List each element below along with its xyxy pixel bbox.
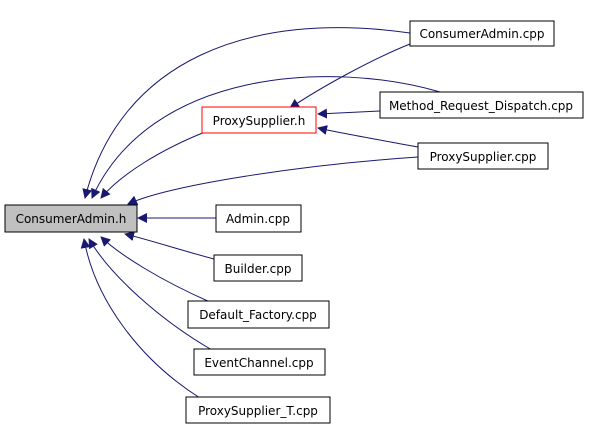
node-proxysupplier-h[interactable]: ProxySupplier.h xyxy=(201,106,317,134)
node-label-method-request-dispatch-cpp: Method_Request_Dispatch.cpp xyxy=(389,99,573,113)
node-label-proxysupplier-t-cpp: ProxySupplier_T.cpp xyxy=(198,404,318,418)
edges xyxy=(80,27,441,399)
node-label-admin-cpp: Admin.cpp xyxy=(226,212,290,226)
node-default-factory-cpp[interactable]: Default_Factory.cpp xyxy=(187,300,330,329)
node-label-eventchannel-cpp: EventChannel.cpp xyxy=(204,356,313,370)
node-consumeradmin-cpp[interactable]: ConsumerAdmin.cpp xyxy=(409,20,555,47)
node-proxysupplier-cpp[interactable]: ProxySupplier.cpp xyxy=(417,142,549,170)
node-label-consumeradmin-h: ConsumerAdmin.h xyxy=(16,212,127,226)
edge-methodrequest-to-proxysupplier-h xyxy=(317,108,381,119)
edge-proxysupplier-t-cpp-to-consumeradmin-h xyxy=(80,238,201,399)
node-label-proxysupplier-h: ProxySupplier.h xyxy=(213,114,306,128)
edge-proxysupplier-cpp-to-proxysupplier-h xyxy=(317,125,419,148)
edge-methodrequest-to-consumeradmin-h xyxy=(91,76,441,199)
node-label-builder-cpp: Builder.cpp xyxy=(225,262,292,276)
node-method-request-dispatch-cpp[interactable]: Method_Request_Dispatch.cpp xyxy=(379,91,584,119)
edge-default-factory-cpp-to-consumeradmin-h xyxy=(100,236,211,303)
edge-proxysupplier-cpp-to-consumeradmin-h xyxy=(127,156,419,205)
edge-builder-cpp-to-consumeradmin-h xyxy=(124,231,215,260)
node-proxysupplier-t-cpp[interactable]: ProxySupplier_T.cpp xyxy=(185,396,331,424)
node-consumeradmin-h[interactable]: ConsumerAdmin.h xyxy=(4,204,138,233)
node-label-default-factory-cpp: Default_Factory.cpp xyxy=(199,308,317,322)
edge-consumeradmin-cpp-to-consumeradmin-h xyxy=(82,27,411,199)
node-label-consumeradmin-cpp: ConsumerAdmin.cpp xyxy=(419,27,544,41)
node-eventchannel-cpp[interactable]: EventChannel.cpp xyxy=(193,348,326,376)
edge-consumeradmin-cpp-to-proxysupplier-h xyxy=(289,43,411,109)
node-builder-cpp[interactable]: Builder.cpp xyxy=(213,254,303,282)
edge-proxysupplier-h-to-consumeradmin-h xyxy=(100,131,206,199)
edge-eventchannel-cpp-to-consumeradmin-h xyxy=(88,238,213,351)
node-admin-cpp[interactable]: Admin.cpp xyxy=(215,204,302,233)
node-label-proxysupplier-cpp: ProxySupplier.cpp xyxy=(430,150,537,164)
